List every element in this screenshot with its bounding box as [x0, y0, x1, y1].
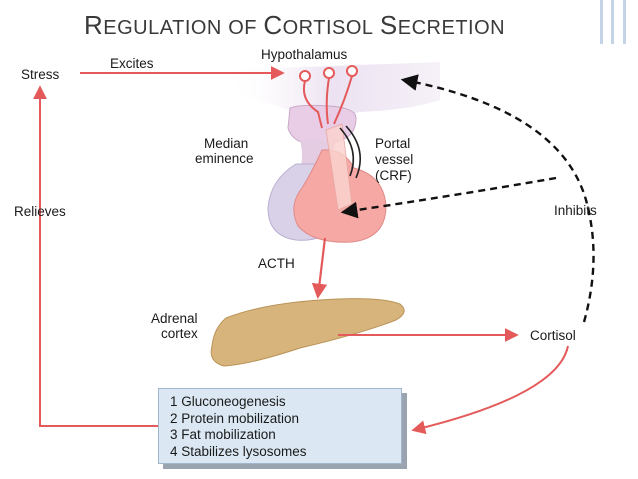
title-word: SECRETION: [379, 10, 506, 40]
label-eminence: eminence: [195, 151, 254, 166]
decorative-bar: [600, 0, 603, 44]
effect-item: 2 Protein mobilization: [170, 410, 300, 426]
effect-item: 1 Gluconeogenesis: [170, 394, 286, 409]
neuron-cell-body: [299, 70, 311, 82]
label-acth: ACTH: [258, 256, 295, 271]
label-adrenal: Adrenal: [151, 311, 198, 326]
label-inhibits: Inhibits: [554, 203, 597, 218]
label-portal: Portal: [375, 136, 411, 151]
label-excites: Excites: [110, 56, 154, 71]
title-word: CORTISOL: [263, 10, 374, 40]
neuron-cell-body: [346, 65, 358, 77]
inhibits-hypothalamus-arrow: [400, 74, 595, 323]
relieves-arrow: [33, 85, 158, 427]
neuron-axon: [333, 75, 353, 125]
label-cortisol: Cortisol: [530, 328, 576, 343]
inhibits-pituitary-arrow: [340, 176, 557, 219]
cortisol-effects-box: 1 Gluconeogenesis 2 Protein mobilization…: [158, 388, 402, 464]
portal-vessel: [339, 127, 355, 177]
label-vessel: vessel: [375, 152, 414, 167]
label-cortex: cortex: [161, 326, 198, 341]
label-crf: (CRF): [375, 168, 412, 183]
cortisol-effects-arrow: [411, 345, 569, 435]
effect-item: 3 Fat mobilization: [170, 427, 276, 442]
neuron-axon: [302, 80, 323, 129]
adrenal-cortex: [210, 298, 405, 367]
neuron-axon: [325, 77, 330, 125]
neuron-cell-body: [323, 67, 335, 79]
slide-title: REGULATION OF CORTISOL SECRETION: [84, 10, 505, 41]
label-stress: Stress: [21, 67, 60, 82]
label-relieves: Relieves: [14, 204, 66, 219]
title-word: REGULATION: [84, 10, 222, 40]
label-hypothalamus: Hypothalamus: [261, 47, 348, 62]
decorative-bar: [623, 0, 626, 44]
portal-vessel: [345, 125, 362, 179]
title-word: OF: [228, 17, 257, 39]
acth-arrow: [311, 237, 328, 300]
decorative-bar: [611, 0, 614, 44]
label-median: Median: [204, 136, 249, 151]
hypothalamic-neurons: [299, 65, 358, 129]
effect-item: 4 Stabilizes lysosomes: [170, 443, 307, 459]
